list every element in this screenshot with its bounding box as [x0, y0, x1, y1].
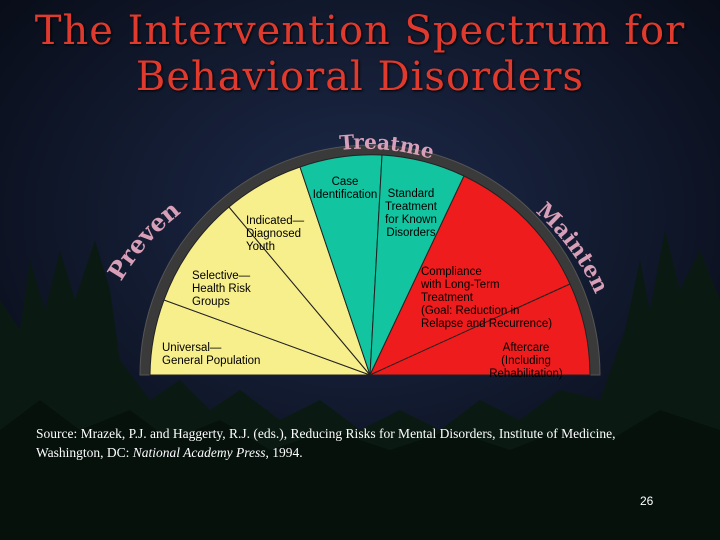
tree-silhouettes [0, 230, 720, 540]
source-citation: Source: Mrazek, P.J. and Haggerty, R.J. … [36, 426, 616, 460]
segment-selective [163, 206, 372, 377]
label-compliance: Compliance with Long-Term Treatment (Goa… [421, 266, 553, 330]
source-publisher: National Academy Press [132, 445, 266, 460]
segment-aftercare [369, 283, 591, 376]
page-number: 26 [640, 494, 654, 508]
label-aftercare: Aftercare (Including Rehabilitation) [489, 342, 563, 380]
label-standard-treatment: Standard Treatment for Known Disorders [385, 188, 437, 239]
slide-title-line2: Behavioral Disorders [135, 54, 585, 100]
slide-title-line1: The Intervention Spectrum for [34, 8, 686, 54]
label-case-identification: Case Identification [312, 176, 378, 201]
segment-compliance [368, 175, 571, 377]
label-universal: Universal— General Population [162, 342, 261, 367]
label-indicated: Indicated— Diagnosed Youth [246, 215, 305, 253]
label-selective: Selective— Health Risk Groups [192, 270, 251, 308]
